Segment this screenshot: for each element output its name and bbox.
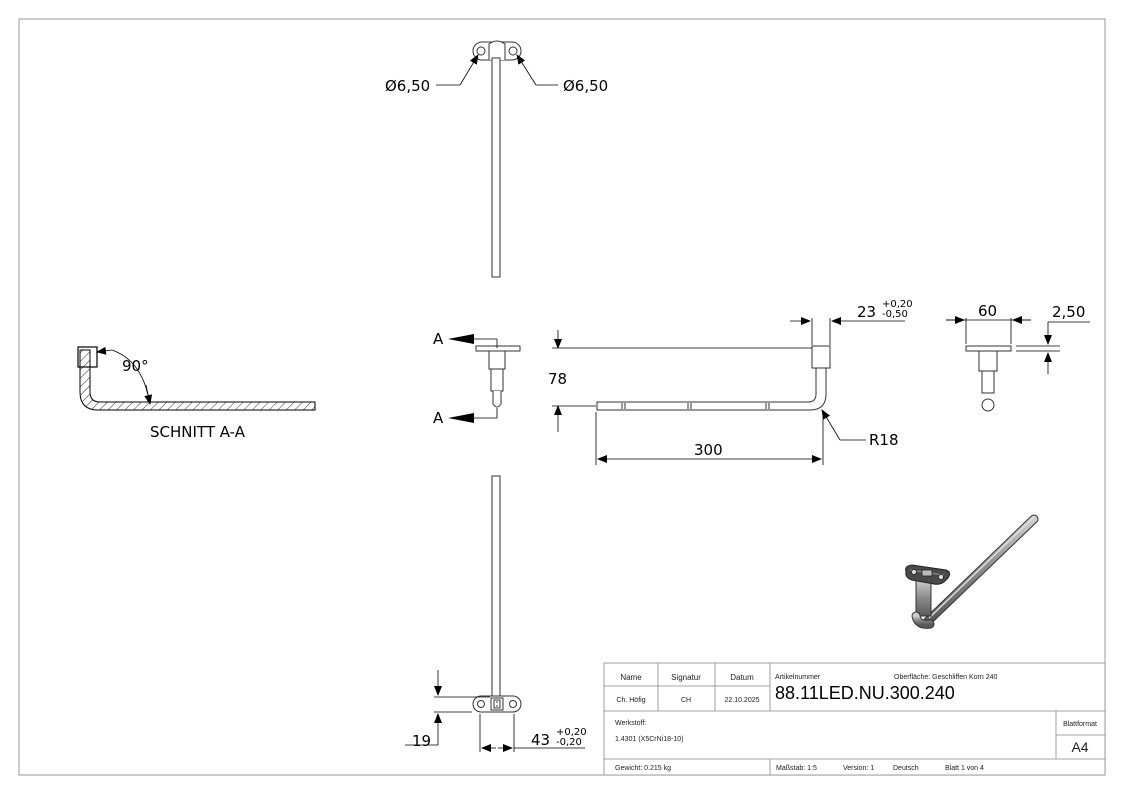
- top-view-rod: [491, 57, 501, 278]
- title-block-frame: [603, 662, 1106, 776]
- tb-artikel-nummer: 88.11LED.NU.300.240: [775, 683, 955, 703]
- tb-gewicht: Gewicht: 0.215 kg: [615, 765, 671, 772]
- tb-signatur: CH: [681, 697, 691, 704]
- tb-oberflaeche: Oberfläche: Geschliffen Korn 240: [894, 674, 997, 681]
- tb-name: Ch. Höfig: [616, 697, 645, 704]
- bottom-view-hole-right: [509, 700, 517, 708]
- tb-version: Version: 1: [843, 765, 874, 772]
- side-view-stem: [488, 350, 506, 370]
- front-view-rod: [596, 367, 827, 411]
- right-side-view: 60 2,50: [946, 302, 1090, 412]
- dim-radius: R18: [869, 431, 899, 449]
- tb-massstab: Maßstab: 1:5: [776, 765, 817, 772]
- dim-width-23-lower-tol: -0,50: [882, 309, 908, 320]
- bottom-view: 19 43 +0,20 -0,20: [405, 475, 587, 752]
- dim-length-300: 300: [694, 441, 723, 459]
- dim-height-78: 78: [548, 370, 567, 388]
- right-view-collar: [981, 370, 995, 394]
- tb-sprache: Deutsch: [893, 765, 919, 772]
- side-view-rod: [492, 391, 502, 408]
- iso-stem: [915, 579, 932, 617]
- right-view-stem: [978, 350, 998, 372]
- isometric-view: [905, 514, 1039, 629]
- dim-height-19: 19: [412, 732, 431, 750]
- top-view: Ø6,50 Ø6,50: [385, 40, 608, 278]
- section-marker-bottom: A: [433, 409, 444, 427]
- top-view-socket: [488, 40, 506, 60]
- section-socket: [77, 346, 98, 368]
- top-view-hole-right: [508, 46, 518, 56]
- title-block: Name Signatur Datum Ch. Höfig CH 22.10.2…: [603, 662, 1106, 776]
- section-profile: [79, 349, 316, 411]
- side-view-flange: [475, 345, 521, 352]
- bottom-view-hole-left: [477, 700, 485, 708]
- front-view-socket: [811, 345, 831, 369]
- dim-angle: 90°: [122, 357, 149, 375]
- tb-artikel-label: Artikelnummer: [775, 674, 821, 681]
- dim-width-43-upper-tol: +0,20: [556, 727, 587, 738]
- tb-header-datum: Datum: [730, 673, 754, 682]
- dim-width-60: 60: [978, 302, 997, 320]
- dim-width-23-upper-tol: +0,20: [882, 299, 913, 310]
- tb-header-name: Name: [620, 673, 642, 682]
- tb-blatt: Blatt 1 von 4: [945, 765, 984, 772]
- front-view: 78 300 R18 23 +0,20 -0,50: [548, 299, 913, 465]
- dim-thickness: 2,50: [1052, 303, 1085, 321]
- bottom-view-rod: [491, 475, 501, 699]
- tb-blattformat-label: Blattformat: [1063, 721, 1097, 728]
- top-view-hole-left: [476, 46, 486, 56]
- tb-werkstoff-label: Werkstoff:: [615, 720, 646, 727]
- right-view-rod-end: [981, 398, 995, 412]
- tb-header-signatur: Signatur: [671, 673, 701, 682]
- side-view: A A: [433, 330, 521, 427]
- dim-width-23: 23: [857, 303, 876, 321]
- iso-rod: [924, 515, 1038, 625]
- section-view: 90° SCHNITT A-A: [77, 346, 316, 441]
- dim-width-43: 43: [531, 731, 550, 749]
- right-view-flange: [965, 345, 1012, 352]
- tb-werkstoff: 1.4301 (X5CrNi18-10): [615, 736, 683, 743]
- dim-width-43-lower-tol: -0,20: [556, 737, 582, 748]
- side-view-collar: [490, 368, 504, 392]
- sheet-border: [18, 18, 1106, 776]
- section-label: SCHNITT A-A: [150, 423, 246, 441]
- section-marker-top: A: [433, 330, 444, 348]
- tb-datum: 22.10.2025: [724, 697, 759, 704]
- tb-blattformat: A4: [1071, 739, 1088, 755]
- dim-hole-right: Ø6,50: [563, 77, 608, 95]
- dim-hole-left: Ø6,50: [385, 77, 430, 95]
